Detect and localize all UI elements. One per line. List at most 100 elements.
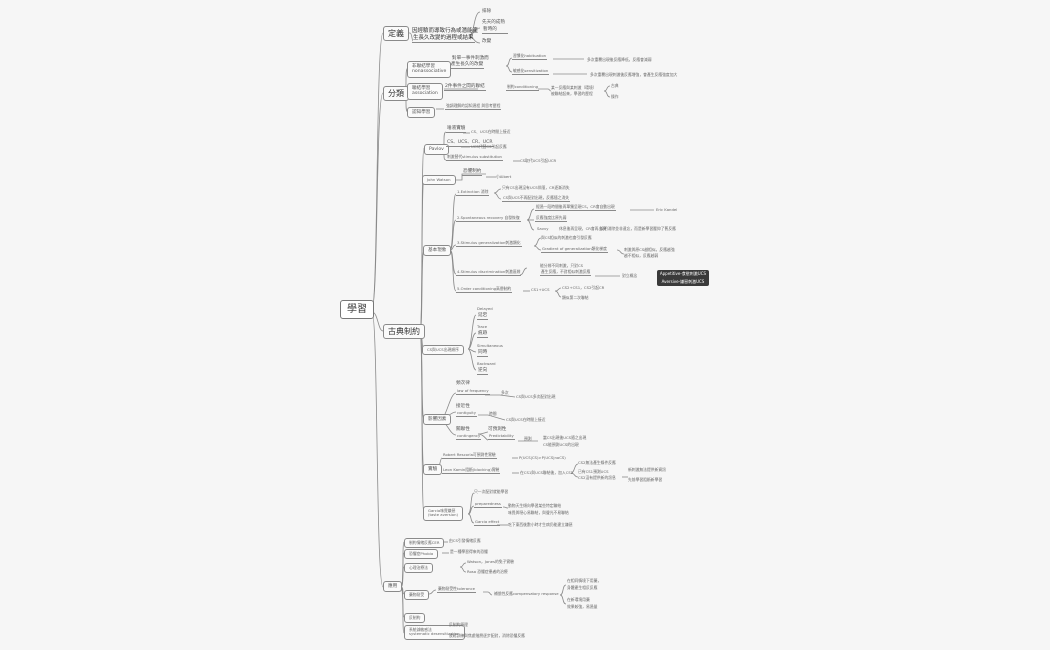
desens-label-en-2: desensitization	[430, 631, 460, 637]
assoc-desc: 2件事件之間的聯結	[444, 84, 486, 92]
rescorla-experiment: Robert Rescorla可預測性實驗	[442, 452, 497, 460]
order-zh: 延宕	[477, 313, 489, 321]
application-item[interactable]: 心理治療法	[404, 563, 433, 574]
node-watson[interactable]: John Watson	[422, 175, 456, 186]
node-experiments[interactable]: 實驗	[423, 464, 443, 476]
therapy-note: Watson，Jones的兔子實驗	[467, 559, 514, 564]
definition-text-1: 因經驗而導致行為或潛能產	[412, 28, 479, 34]
pavlov-note: CS取代UCS引起UCR	[520, 158, 557, 163]
predictability-label: 可預測性	[488, 427, 507, 432]
watson-item: 恐懼制約	[462, 169, 483, 177]
conditioning-desc-1: 某一反應與某刺激（環境）	[551, 85, 597, 90]
order-en: Delayed	[477, 306, 493, 311]
definition-text-2: 生長久改變的過程或結果	[412, 35, 475, 44]
node-systematic-desensitization[interactable]: 系統減敏感法 systematic desensitization	[404, 625, 465, 640]
order-zh: 逆向	[477, 368, 489, 376]
tolerance-side: 在新環境用藥	[567, 597, 590, 602]
conditioning-type: 操作	[611, 94, 619, 99]
garcia-label-en: (taste aversion)	[428, 512, 459, 518]
recovery-far-note: Eric Kandel	[656, 207, 678, 212]
pavlov-item: CS、UCS、CR、UCR	[446, 140, 494, 148]
contiguity-note: 時間	[489, 411, 497, 416]
higher-order-note: CS1+UCS	[531, 287, 550, 292]
extinction: 1.Extinction 消除	[456, 189, 490, 197]
generalization-note: Gradient of generalization類化梯度	[541, 246, 608, 254]
recovery-note: Savvy	[537, 226, 549, 231]
garcia-item: Garcia effect	[474, 519, 501, 527]
node-basic-phenomena[interactable]: 基本現象	[423, 245, 452, 257]
node-pavlov[interactable]: Pavlov	[424, 144, 449, 156]
node-factors[interactable]: 影響因素	[423, 414, 452, 426]
extinction-note: CS與UCS不再配對出現，反應隨之消失	[502, 195, 571, 203]
kamin-side: CS2沒有提供新的訊息	[578, 475, 616, 480]
node-cognitive[interactable]: 認知學習	[407, 107, 436, 119]
phobia-note: 是一種學習得來的恐懼	[450, 549, 488, 554]
assoc-label: 聯結學習	[412, 86, 431, 91]
predictability-note: 預測	[524, 436, 532, 441]
node-cs-ucs-order[interactable]: CS與UCS出現順序	[422, 345, 464, 356]
contingency-label: 關聯性	[456, 427, 470, 432]
recovery-note: 反應強度比原先弱	[535, 215, 568, 223]
frequency-note: 多次	[501, 390, 509, 395]
pavlov-note: UCS代替CS引起反應	[471, 144, 507, 149]
kamin-side: 先前學習阻斷新學習	[628, 477, 663, 482]
habituation: 習慣化habituation	[512, 53, 548, 61]
application-item[interactable]: 制約情緒反應CER	[404, 538, 445, 549]
garcia-effect-note: 吃下東西後數小時才生病仍能建立嫌惡	[508, 522, 573, 527]
nonassoc-label-en: nonassociative	[412, 69, 447, 75]
higher-order-side: 類似第二次聯結	[562, 295, 589, 300]
spontaneous-recovery: 2.Spontaneous recovery 自發恢復	[456, 215, 521, 223]
definition-note: 排除	[482, 9, 492, 14]
definition-note: 暫時的	[482, 27, 508, 35]
garcia-item: preparedness	[474, 501, 502, 509]
cognitive-desc: 強調理解的認知過程 與思考歷程	[445, 103, 502, 111]
root-node[interactable]: 學習	[340, 300, 374, 319]
order-zh: 痕跡	[477, 331, 489, 339]
habituation-desc: 多次重覆出現後反應降低，反應會減弱	[587, 57, 652, 62]
application-item[interactable]: 恐懼症Phobia	[404, 549, 439, 560]
contiguity-note-2: CS與UCS在時間上接近	[506, 417, 546, 422]
sensitization: 敏感化sensitization	[512, 68, 550, 76]
discrimination-side: 對立概念	[622, 273, 638, 278]
pavlov-item: 唾液實驗	[446, 126, 467, 134]
node-applications[interactable]: 應用	[383, 581, 403, 593]
conditioning: 制約conditioning	[506, 84, 540, 92]
definition-note: 先天的成熟	[482, 20, 505, 25]
assoc-label-en: association	[412, 91, 438, 97]
node-definition[interactable]: 定義	[383, 26, 409, 42]
frequency-label: 頻次律	[456, 381, 470, 386]
higher-order-conditioning: 5.Order conditioning高層制約	[456, 286, 513, 294]
conditioning-desc-2: 被聯結起來，學習的歷程	[551, 91, 593, 96]
predictability-side: 當CS出現後UCS隨之出現	[543, 435, 587, 440]
badge-aversive: Aversive-嫌惡刺激UCS	[661, 279, 705, 284]
kamin-note: 在CS1與UCS聯結後，加入CS2	[520, 470, 574, 475]
application-item[interactable]: 藥物耐受	[404, 590, 430, 601]
badge-appetitive: Appetitive-食慾刺激UCS	[659, 271, 707, 276]
application-item[interactable]: 反制約	[404, 613, 426, 624]
tolerance-note-2: 補償性反應compensatory response	[494, 591, 559, 596]
node-classical-conditioning[interactable]: 古典制約	[383, 324, 425, 340]
desens-label: 系統減敏感法	[409, 627, 432, 632]
pavlov-item: 刺激替代stimulus substitution	[446, 154, 503, 162]
tolerance-side: 身體產生相反反應	[567, 585, 598, 590]
sensitization-desc: 多次重覆出現刺激後反應增強，會產生反應強度加大	[590, 72, 678, 77]
contingency-label-en: contingency	[456, 433, 482, 441]
cer-note: 由CS引發情緒反應	[449, 538, 481, 543]
garcia-item: 只一次配對就能學習	[474, 489, 509, 494]
pavlov-note: CS、UCS在時間上接近	[471, 129, 511, 134]
kamin-side: 已有CS1預測UCS	[578, 469, 609, 474]
frequency-label-en: law of frequency	[456, 388, 490, 396]
desens-note: 放鬆訓練與焦慮階層逐步配對，消除恐懼反應	[449, 633, 525, 638]
recovery-side: 休息後再呈現，CR會再出現	[559, 226, 607, 231]
recovery-note: 經過一段時間後再單獨呈現CS，CR會自動出現	[535, 204, 616, 212]
kamin-side: CS2無法產生條件反應	[578, 460, 616, 465]
node-garcia-taste-aversion[interactable]: Garcia味覺嫌惡 (taste aversion)	[423, 506, 464, 521]
predictability-label-en: Predictability	[488, 433, 515, 441]
garcia-label: Garcia味覺嫌惡	[428, 508, 456, 513]
frequency-note-2: CS與UCS多次配對出現	[516, 394, 556, 399]
node-types[interactable]: 分類	[383, 86, 409, 102]
node-nonassociative[interactable]: 非聯結學習 nonassociative	[407, 61, 452, 78]
node-association[interactable]: 聯結學習 association	[407, 83, 443, 100]
stimulus-generalization: 3.Stimulus generalization刺激類化	[456, 240, 522, 248]
